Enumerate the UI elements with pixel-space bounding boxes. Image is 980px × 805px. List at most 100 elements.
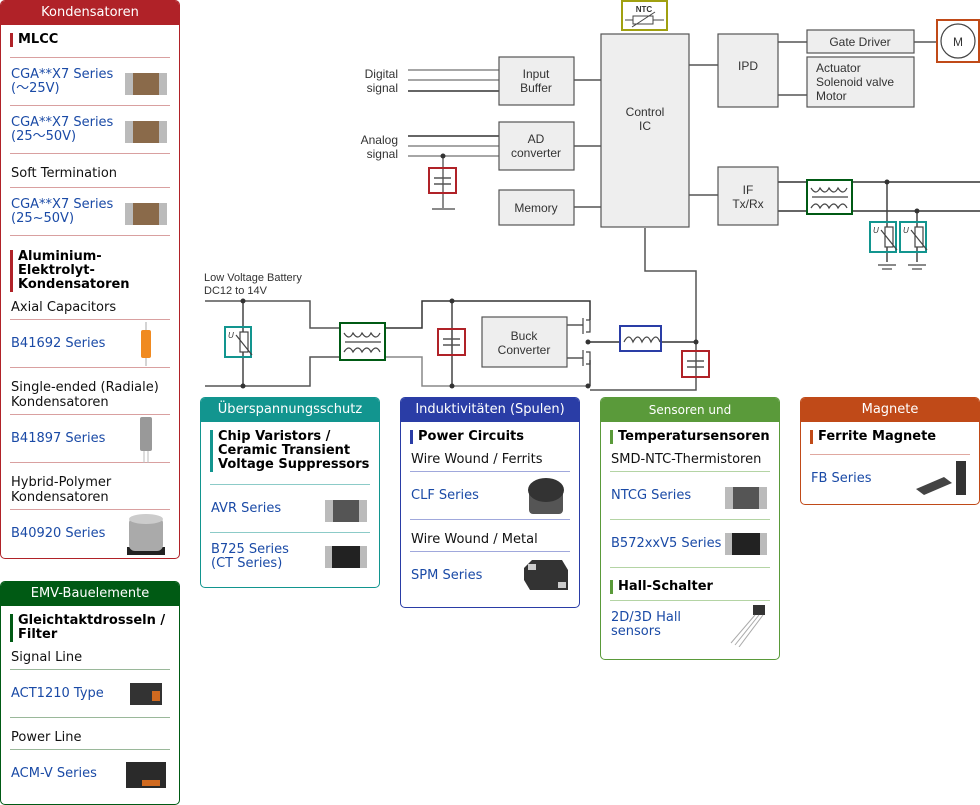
radial-capacitor-icon — [122, 416, 170, 463]
ad-converter-label-2: converter — [511, 146, 561, 160]
section-title-gleichtakt: Gleichtaktdrosseln / Filter — [10, 614, 170, 642]
list-item[interactable]: CGA**X7 Series(25~50V) — [10, 187, 170, 235]
product-link[interactable]: B572xxV5 Series — [611, 535, 722, 551]
section-title-ferrite: Ferrite Magnete — [810, 430, 970, 444]
product-link[interactable]: B41692 Series — [11, 335, 106, 351]
mlcc-chip-icon — [122, 62, 170, 102]
list-item[interactable]: FB Series — [810, 454, 970, 502]
panel-title: Überspannungsschutz — [201, 398, 379, 422]
ipd-block — [717, 33, 779, 108]
section-title-aluminium: Aluminium-Elektrolyt-Kondensatoren — [10, 250, 170, 292]
subheading-radial: Single-ended (Radiale) Kondensatoren — [10, 367, 170, 414]
memory-block — [498, 189, 575, 226]
panel-emv: EMV-Bauelemente Gleichtaktdrosseln / Fil… — [0, 581, 180, 805]
subheading-wire-wound-metal: Wire Wound / Metal — [410, 519, 570, 551]
ipd-label: IPD — [738, 59, 758, 73]
digital-signal-label-2: signal — [367, 81, 398, 95]
panel-magnete: Magnete Ferrite Magnete FB Series — [800, 397, 980, 505]
list-item[interactable]: AVR Series — [210, 484, 370, 532]
list-item[interactable]: SPM Series — [410, 551, 570, 599]
section-title-temperatursensoren: Temperatursensoren — [610, 430, 770, 444]
ct-chip-icon — [322, 537, 370, 577]
actuator-label-3: Motor — [816, 89, 847, 103]
list-item[interactable]: ACT1210 Type — [10, 669, 170, 717]
subheading-hybrid: Hybrid-Polymer Kondensatoren — [10, 462, 170, 509]
varistor-u-label: U — [873, 226, 879, 235]
if-label-2: Tx/Rx — [732, 197, 763, 211]
product-link[interactable]: CGA**X7 Series(25～50V) — [11, 114, 114, 144]
varistor-u-label: U — [228, 331, 234, 340]
subheading-soft-termination: Soft Termination — [10, 153, 170, 187]
control-ic-label-2: IC — [639, 119, 651, 133]
input-buffer-label: Input — [523, 67, 550, 81]
product-link[interactable]: CGA**X7 Series(～25V) — [11, 66, 114, 96]
gate-driver-label: Gate Driver — [829, 35, 890, 49]
list-item[interactable]: B725 Series(CT Series) — [210, 532, 370, 580]
axial-capacitor-icon — [122, 321, 170, 366]
product-link[interactable]: AVR Series — [211, 500, 282, 516]
subheading-smd-ntc: SMD-NTC-Thermistoren — [611, 452, 762, 467]
ad-converter-block — [498, 121, 575, 171]
product-link[interactable]: ACM-V Series — [11, 765, 97, 781]
section-title-power-circuits: Power Circuits — [410, 430, 570, 444]
section-title-mlcc: MLCC — [10, 33, 170, 47]
list-item[interactable]: CGA**X7 Series(～25V) — [10, 57, 170, 105]
subheading-power-line: Power Line — [10, 717, 170, 749]
buck-converter-label-2: Converter — [498, 343, 551, 357]
hybrid-capacitor-icon — [122, 513, 170, 555]
panel-title: Sensoren und Sensorsysteme — [601, 398, 779, 441]
spm-inductor-icon — [522, 556, 570, 596]
analog-signal-label: Analog — [361, 133, 398, 147]
panel-kondensatoren: Kondensatoren MLCC CGA**X7 Series(～25V) … — [0, 0, 180, 559]
block-diagram: Digital signal Analog signal Input Buffe… — [204, 0, 980, 391]
control-ic-label: Control — [626, 105, 665, 119]
input-buffer-block — [498, 56, 575, 106]
memory-label: Memory — [514, 201, 557, 215]
motor-icon — [940, 23, 976, 59]
product-link[interactable]: B41897 Series — [11, 430, 106, 446]
product-link[interactable]: CLF Series — [411, 487, 479, 503]
list-item[interactable]: B572xxV5 Series — [610, 519, 770, 567]
common-mode-choke-icon — [122, 754, 170, 794]
battery-label-2: DC12 to 14V — [204, 285, 268, 297]
product-link[interactable]: SPM Series — [411, 567, 483, 583]
list-item[interactable]: ACM-V Series — [10, 749, 170, 797]
list-item[interactable]: B40920 Series — [10, 509, 170, 557]
product-link[interactable]: ACT1210 Type — [11, 685, 104, 701]
clf-inductor-icon — [522, 476, 570, 516]
if-block — [717, 166, 779, 226]
ntc-label: NTC — [636, 5, 653, 14]
ntc-highlight — [621, 0, 668, 31]
input-buffer-label-2: Buffer — [520, 81, 552, 95]
list-item[interactable]: NTCG Series — [610, 471, 770, 519]
list-item[interactable]: B41897 Series — [10, 414, 170, 463]
buck-converter-label: Buck — [511, 329, 539, 343]
actuator-label-2: Solenoid valve — [816, 75, 894, 89]
list-item[interactable]: CGA**X7 Series(25～50V) — [10, 105, 170, 153]
section-title-varistors: Chip Varistors / Ceramic Transient Volta… — [210, 430, 370, 472]
product-link[interactable]: NTCG Series — [611, 487, 692, 503]
gate-driver-block — [806, 29, 915, 54]
product-link[interactable]: FB Series — [811, 470, 872, 486]
mlcc-chip-icon — [122, 110, 170, 150]
ntc-chip-icon — [722, 524, 770, 564]
battery-label: Low Voltage Battery — [204, 272, 302, 284]
mlcc-chip-icon — [122, 192, 170, 232]
panel-sensoren: Sensoren und Sensorsysteme Temperatursen… — [600, 397, 780, 660]
product-link[interactable]: CGA**X7 Series(25~50V) — [11, 196, 114, 226]
list-item[interactable]: B41692 Series — [10, 319, 170, 367]
panel-title: EMV-Bauelemente — [1, 582, 179, 606]
buck-converter-block — [481, 316, 568, 368]
section-title-hall-schalter: Hall-Schalter — [610, 580, 770, 594]
product-link[interactable]: B725 Series(CT Series) — [211, 541, 289, 571]
capacitor-icon — [428, 167, 710, 378]
common-mode-filter-icon — [122, 674, 170, 714]
panel-ueberspannungsschutz: Überspannungsschutz Chip Varistors / Cer… — [200, 397, 380, 588]
ntc-chip-icon — [722, 476, 770, 516]
list-item[interactable]: CLF Series — [410, 471, 570, 519]
product-link[interactable]: B40920 Series — [11, 525, 106, 541]
varistor-chip-icon — [322, 489, 370, 529]
panel-induktivitaeten: Induktivitäten (Spulen) Power Circuits W… — [400, 397, 580, 608]
